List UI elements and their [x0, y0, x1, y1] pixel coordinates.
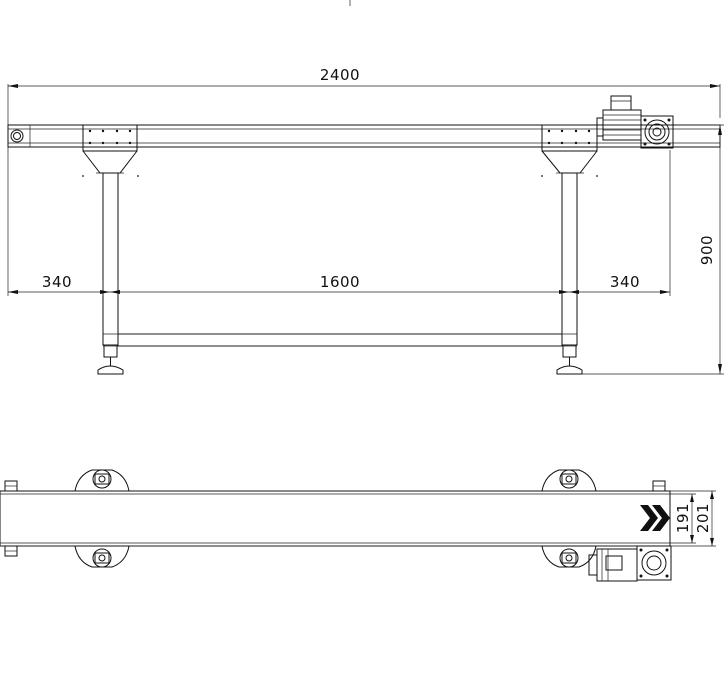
left-bracket-bottom: [74, 545, 130, 568]
gearbox-output-icon: [644, 119, 670, 145]
drive-motor-top: [588, 545, 672, 582]
dimension-label-right-340: 340: [610, 273, 640, 291]
conveyor-frame: [7, 124, 721, 148]
top-view: 191 201: [0, 469, 716, 582]
left-support-bracket: [82, 124, 138, 174]
terminal-box: [610, 95, 632, 111]
belt-direction-arrow-icon: [640, 505, 670, 531]
dimension-overall-length: 2400: [7, 66, 721, 145]
tail-bolt-top: [4, 480, 18, 492]
left-bracket-top: [74, 469, 130, 492]
right-bracket-bottom: [541, 545, 597, 568]
dimension-label-191: 191: [674, 503, 692, 533]
tail-bolt-bottom: [4, 545, 18, 557]
tail-pulley-icon: [10, 129, 24, 143]
drive-motor-side: [596, 95, 674, 149]
cross-beam: [103, 333, 577, 347]
head-bolt-top: [652, 480, 666, 492]
dimension-label-left-340: 340: [42, 273, 72, 291]
left-leg: [97, 172, 124, 375]
conveyor-belt: [0, 490, 671, 547]
dimension-label-1600: 1600: [320, 273, 360, 291]
side-view: 2400: [7, 66, 724, 375]
right-support-bracket: [541, 124, 598, 174]
dimension-label-2400: 2400: [320, 66, 360, 84]
dimension-leg-spacing: 340 1600 340: [7, 147, 671, 296]
gearbox-top: [636, 545, 672, 581]
dimension-label-201: 201: [694, 503, 712, 533]
right-bracket-top: [541, 469, 597, 492]
dimension-height: 900: [582, 124, 724, 375]
gearbox: [640, 115, 674, 149]
right-leg: [556, 172, 583, 375]
dimension-label-900: 900: [698, 235, 716, 265]
terminal-box-top: [605, 555, 623, 571]
dimension-widths: 191 201: [670, 490, 716, 547]
